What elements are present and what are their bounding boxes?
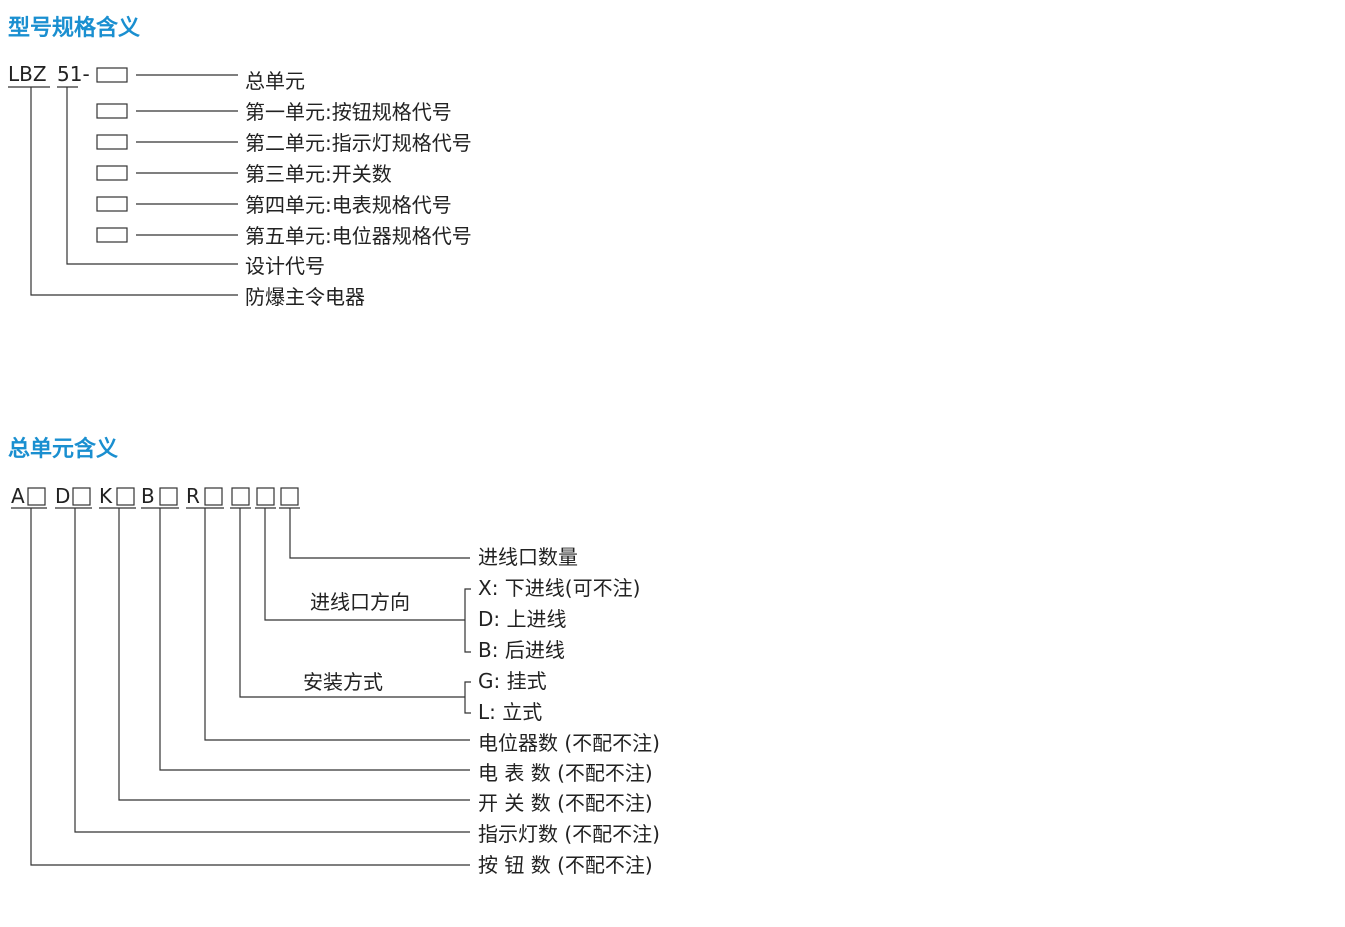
unit-label-1: 第一单元:按钮规格代号 bbox=[245, 100, 452, 124]
product-label: 防爆主令电器 bbox=[245, 285, 365, 309]
unit-slot-1 bbox=[96, 103, 128, 119]
entry-count-label: 进线口数量 bbox=[478, 545, 578, 569]
unit-label-2: 第二单元:指示灯规格代号 bbox=[245, 131, 472, 155]
total-unit-heading: 总单元含义 bbox=[8, 437, 119, 462]
direction-connector bbox=[264, 508, 465, 621]
unit-label-3: 第三单元:开关数 bbox=[245, 162, 392, 186]
code-prefix-text: LBZ bbox=[8, 62, 47, 86]
box-b bbox=[159, 487, 178, 506]
design-code-connector bbox=[66, 87, 238, 265]
count-connector-k bbox=[118, 508, 470, 801]
box-mount bbox=[231, 487, 250, 506]
letter-b: B bbox=[141, 484, 155, 508]
code-mid-text: 51- bbox=[57, 62, 90, 86]
unit-label-0: 总单元 bbox=[245, 69, 305, 93]
box-d bbox=[72, 487, 91, 506]
box-direction bbox=[256, 487, 275, 506]
letter-a: A bbox=[11, 484, 25, 508]
count-connector-r bbox=[204, 508, 470, 741]
mount-option-0: G: 挂式 bbox=[478, 669, 547, 693]
unit-slot-0 bbox=[96, 67, 128, 83]
direction-option-2: B: 后进线 bbox=[478, 638, 565, 662]
mount-option-1: L: 立式 bbox=[478, 700, 542, 724]
unit-slot-2 bbox=[96, 134, 128, 150]
count-label-potentiometer: 电位器数 (不配不注) bbox=[478, 731, 660, 755]
unit-label-4: 第四单元:电表规格代号 bbox=[245, 193, 452, 217]
count-label-indicator: 指示灯数 (不配不注) bbox=[478, 822, 660, 846]
model-heading: 型号规格含义 bbox=[8, 16, 141, 41]
count-label-button: 按 钮 数 (不配不注) bbox=[478, 853, 653, 877]
mount-title: 安装方式 bbox=[303, 670, 383, 694]
unit-slot-5 bbox=[96, 227, 128, 243]
direction-option-1: D: 上进线 bbox=[478, 607, 567, 631]
box-a bbox=[27, 487, 46, 506]
unit-slot-3 bbox=[96, 165, 128, 181]
letter-k: K bbox=[99, 484, 113, 508]
direction-bracket bbox=[464, 588, 471, 653]
direction-option-0: X: 下进线(可不注) bbox=[478, 576, 640, 600]
design-code-label: 设计代号 bbox=[245, 254, 325, 278]
entry-count-connector bbox=[289, 508, 470, 559]
count-connector-d bbox=[74, 508, 470, 833]
letter-r: R bbox=[186, 484, 200, 508]
box-k bbox=[116, 487, 135, 506]
unit-slot-4 bbox=[96, 196, 128, 212]
product-connector bbox=[30, 87, 238, 296]
box-r bbox=[204, 487, 223, 506]
count-label-meter: 电 表 数 (不配不注) bbox=[478, 761, 653, 785]
direction-title: 进线口方向 bbox=[310, 590, 410, 614]
box-entry-count bbox=[280, 487, 299, 506]
count-connector-a bbox=[30, 508, 470, 866]
letter-d: D bbox=[55, 484, 70, 508]
mount-connector bbox=[239, 508, 465, 698]
count-connector-b bbox=[159, 508, 470, 771]
unit-label-5: 第五单元:电位器规格代号 bbox=[245, 224, 472, 248]
count-label-switch: 开 关 数 (不配不注) bbox=[478, 791, 653, 815]
mount-bracket bbox=[464, 681, 471, 714]
